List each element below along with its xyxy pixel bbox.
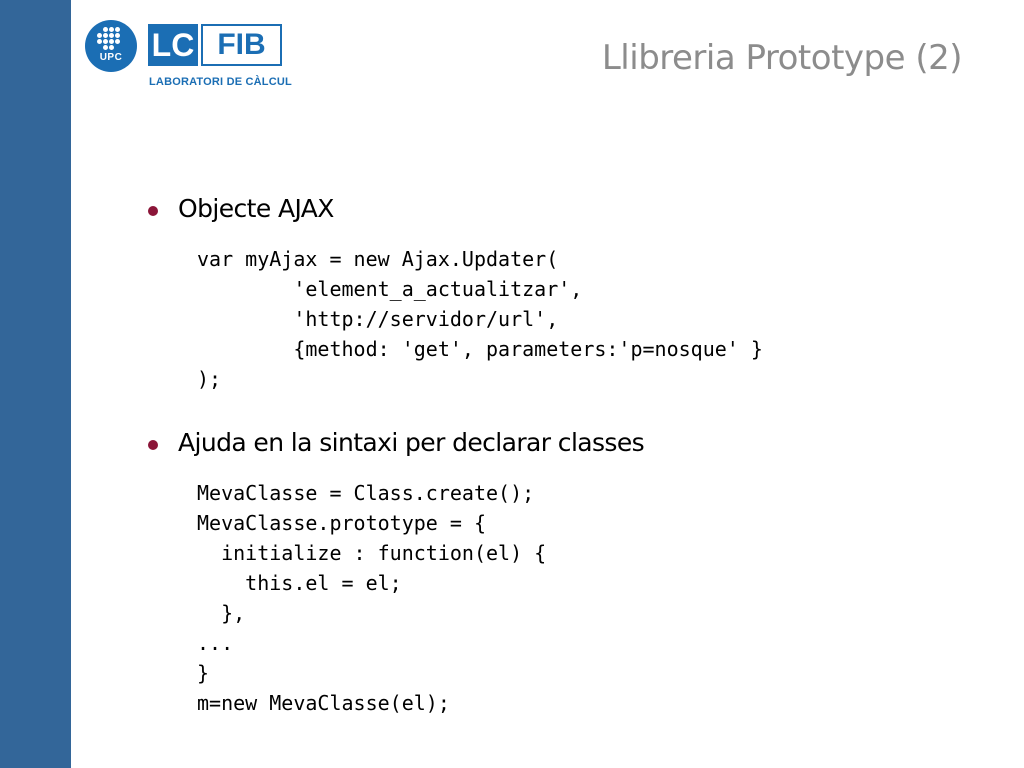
upc-dots-icon <box>97 27 125 51</box>
code-line: } <box>197 661 210 685</box>
upc-logo-text: UPC <box>99 52 123 63</box>
slide-title: Llibreria Prototype (2) <box>601 38 963 78</box>
lc-logo-text: LC <box>148 24 198 66</box>
code-line: ... <box>197 631 234 655</box>
code-line: MevaClasse.prototype = { <box>197 511 486 535</box>
bullet-text: Objecte AJAX <box>178 194 334 223</box>
code-line: initialize : function(el) { <box>197 541 547 565</box>
bullet-dot-icon <box>148 440 158 450</box>
code-line: 'http://servidor/url', <box>197 307 559 331</box>
code-line: m=new MevaClasse(el); <box>197 691 450 715</box>
code-line: {method: 'get', parameters:'p=nosque' } <box>197 337 763 361</box>
code-line: }, <box>197 601 246 625</box>
code-line: ); <box>197 367 222 391</box>
bullet-dot-icon <box>148 206 158 216</box>
side-bar <box>0 0 71 768</box>
fib-logo-text: FIB <box>201 24 282 66</box>
code-line: this.el = el; <box>197 571 402 595</box>
lab-logo-text: LABORATORI DE CÀLCUL <box>149 76 292 88</box>
code-block-classes: MevaClasse = Class.create(); MevaClasse.… <box>197 478 546 718</box>
lcfib-logo: LC FIB <box>148 24 282 66</box>
bullet-text: Ajuda en la sintaxi per declarar classes <box>178 428 645 457</box>
upc-logo: UPC <box>85 20 137 72</box>
code-line: 'element_a_actualitzar', <box>197 277 583 301</box>
code-line: MevaClasse = Class.create(); <box>197 481 535 505</box>
code-block-ajax: var myAjax = new Ajax.Updater( 'element_… <box>197 244 763 394</box>
code-line: var myAjax = new Ajax.Updater( <box>197 247 559 271</box>
